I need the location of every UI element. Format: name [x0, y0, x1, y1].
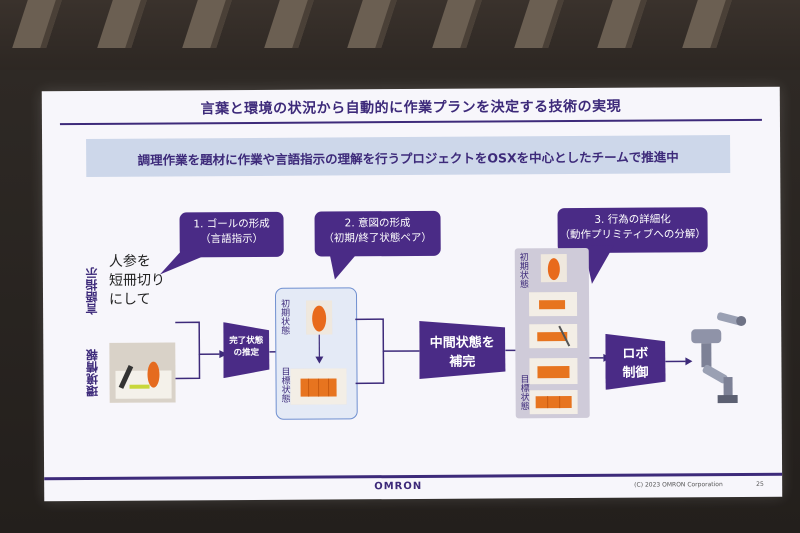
page-number: 25 [756, 480, 764, 488]
instruction-line: 人参を [108, 253, 151, 270]
bubble-line1: 1. ゴールの形成 [193, 217, 270, 231]
ceiling-beam [514, 0, 564, 48]
middle-line2: 補完 [449, 354, 476, 370]
initial-state-label: 初期状態 [517, 252, 528, 289]
infer-line2: の推定 [233, 347, 260, 359]
bubble-line2: （初期/終了状態ペア） [323, 231, 432, 245]
omron-logo: OMRON [374, 480, 423, 493]
primitive-sequence-panel: 初期状態 目標状態 [514, 247, 590, 419]
ceiling-beam [682, 0, 732, 48]
robot-control-box: ロボ 制御 [605, 333, 665, 389]
bubble-tail [328, 249, 361, 280]
step-photo [528, 291, 578, 317]
ceiling-beam [12, 0, 62, 48]
robot-line2: 制御 [622, 365, 649, 381]
arrow-right [665, 357, 693, 366]
copyright: (C) 2023 OMRON Corporation [634, 481, 723, 489]
intent-formation-bubble: 2. 意図の形成 （初期/終了状態ペア） [314, 210, 441, 280]
down-arrow [315, 334, 324, 364]
bubble-tail [159, 250, 218, 275]
middle-line1: 中間状態を [429, 335, 495, 351]
slide-title: 言葉と環境の状況から自動的に作業プランを決定する技術の実現 [200, 98, 622, 118]
robot-line1: ロボ [622, 346, 649, 362]
complete-intermediate-box: 中間状態を 補完 [419, 320, 505, 379]
slide-subtitle: 調理作業を題材に作業や言語指示の理解を行うプロジェクトをOSXを中心としたチーム… [137, 149, 679, 168]
action-refinement-bubble: 3. 行為の詳細化 （動作プリミティブへの分解） [557, 207, 708, 284]
instruction-line: 短冊切り [108, 272, 165, 289]
instruction-text: 人参を 短冊切り にして [109, 253, 165, 310]
initial-carrot-photo [306, 300, 333, 335]
bubble-line1: 2. 意図の形成 [344, 217, 411, 230]
ceiling-beam [597, 0, 647, 48]
ceiling [0, 0, 800, 75]
infer-completion-box: 完了状態 の推定 [223, 322, 269, 378]
bubble-line2: （言語指示） [200, 232, 264, 246]
ceiling-beam [182, 0, 232, 48]
goal-formation-bubble: 1. ゴールの形成 （言語指示） [159, 211, 284, 275]
environment-info-label: 環境情報 [85, 348, 100, 397]
state-pair-panel: 初期状態 目標状態 [274, 287, 358, 420]
step-photo [529, 323, 578, 349]
language-instruction-label: 言語指示 [84, 266, 100, 315]
goal-carrot-photo [290, 368, 347, 405]
infer-line1: 完了状態 [229, 335, 264, 347]
step-photo [540, 254, 567, 283]
ceiling-beam [347, 0, 397, 48]
initial-state-label: 初期状態 [279, 298, 290, 335]
subtitle-bar: 調理作業を題材に作業や言語指示の理解を行うプロジェクトをOSXを中心としたチーム… [86, 135, 731, 177]
bubble-tail [583, 245, 614, 284]
bubble-line2: （動作プリミティブへの分解） [559, 228, 706, 242]
kitchen-photo [109, 342, 176, 403]
instruction-line: にして [108, 291, 151, 308]
ceiling-beam [432, 0, 482, 48]
step-photo [529, 389, 578, 415]
ceiling-beam [97, 0, 147, 48]
projection-screen: 言葉と環境の状況から自動的に作業プランを決定する技術の実現 調理作業を題材に作業… [41, 86, 783, 502]
footer-rule [44, 472, 783, 481]
panel1-connector [355, 318, 420, 385]
robot-arm-icon [691, 312, 747, 404]
merge-connector [175, 321, 228, 380]
step-photo [529, 357, 578, 385]
cutting-board-image [109, 342, 176, 403]
title-rule [59, 118, 762, 126]
bubble-line1: 3. 行為の詳細化 [594, 213, 671, 226]
ceiling-beam [264, 0, 314, 48]
